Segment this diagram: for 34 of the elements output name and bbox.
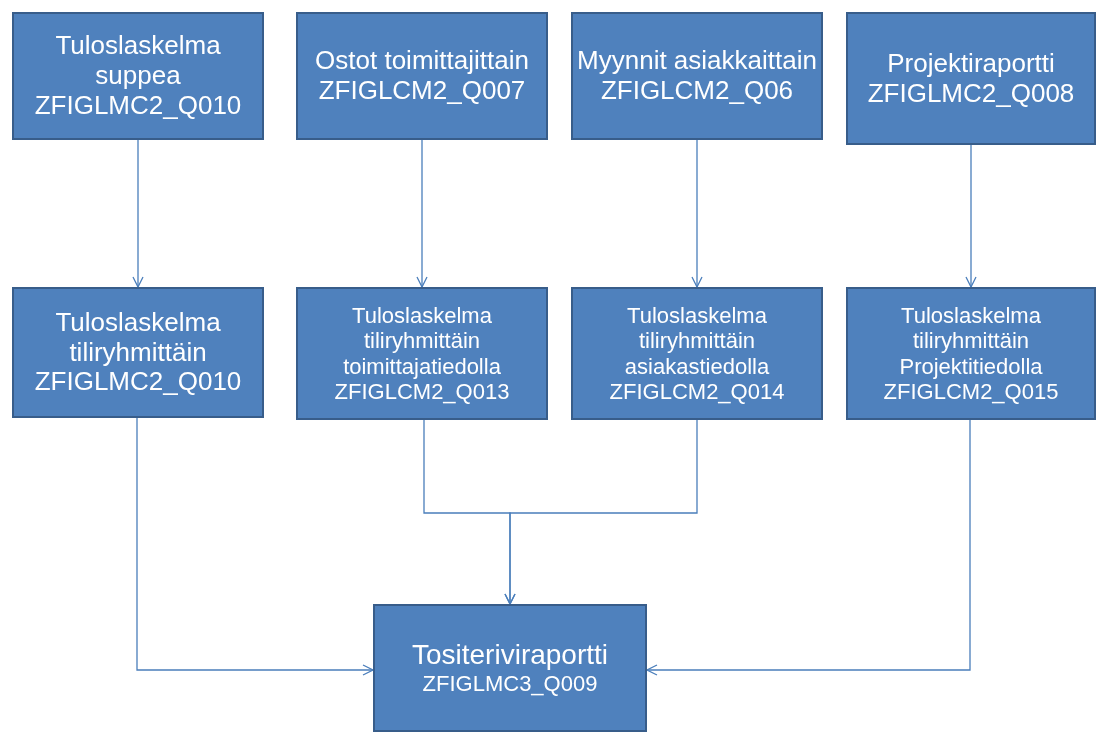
box-code: ZFIGLCM2_Q013 [334, 378, 510, 405]
arrow [691, 139, 703, 288]
box-code: ZFIGLMC3_Q009 [422, 671, 598, 697]
box-title: Ostot toimittajittain [315, 46, 529, 76]
box-code: ZFIGLCM2_Q015 [883, 378, 1059, 405]
box-code: ZFIGLMC2_Q008 [867, 78, 1075, 109]
arrow [416, 139, 428, 288]
process-box [12, 287, 264, 418]
arrow [504, 419, 698, 605]
box-title: Tuloslaskelma suppea [54, 31, 222, 91]
box-title: Tositeriviraportti [411, 639, 609, 672]
arrow [646, 419, 971, 676]
box-code: ZFIGLMC2_Q010 [34, 90, 242, 121]
box-title: Myynnit asiakkaittain [577, 46, 817, 76]
process-box [571, 12, 823, 140]
box-title: Tuloslaskelma tiliryhmittäin asiakastiedolla [623, 302, 771, 379]
box-title: Tuloslaskelma tiliryhmittäin Projektitiedolla [898, 302, 1044, 379]
process-box [846, 287, 1096, 420]
box-title: Projektiraportti [887, 48, 1055, 79]
box-code: ZFIGLCM2_Q014 [609, 378, 785, 405]
box-code: ZFIGLCM2_Q007 [318, 76, 526, 106]
process-box [296, 287, 548, 420]
arrow [136, 417, 374, 676]
process-box [12, 12, 264, 140]
process-box [846, 12, 1096, 145]
process-box [373, 604, 647, 732]
arrow [132, 139, 144, 288]
box-code: ZFIGLMC2_Q010 [34, 367, 242, 398]
process-box [296, 12, 548, 140]
box-title: Tuloslaskelma tiliryhmittäin [54, 307, 222, 368]
arrow [965, 144, 977, 288]
process-box [571, 287, 823, 420]
box-title: Tuloslaskelma tiliryhmittäin toimittajatiedolla [342, 302, 502, 379]
box-code: ZFIGLCM2_Q06 [600, 76, 794, 106]
